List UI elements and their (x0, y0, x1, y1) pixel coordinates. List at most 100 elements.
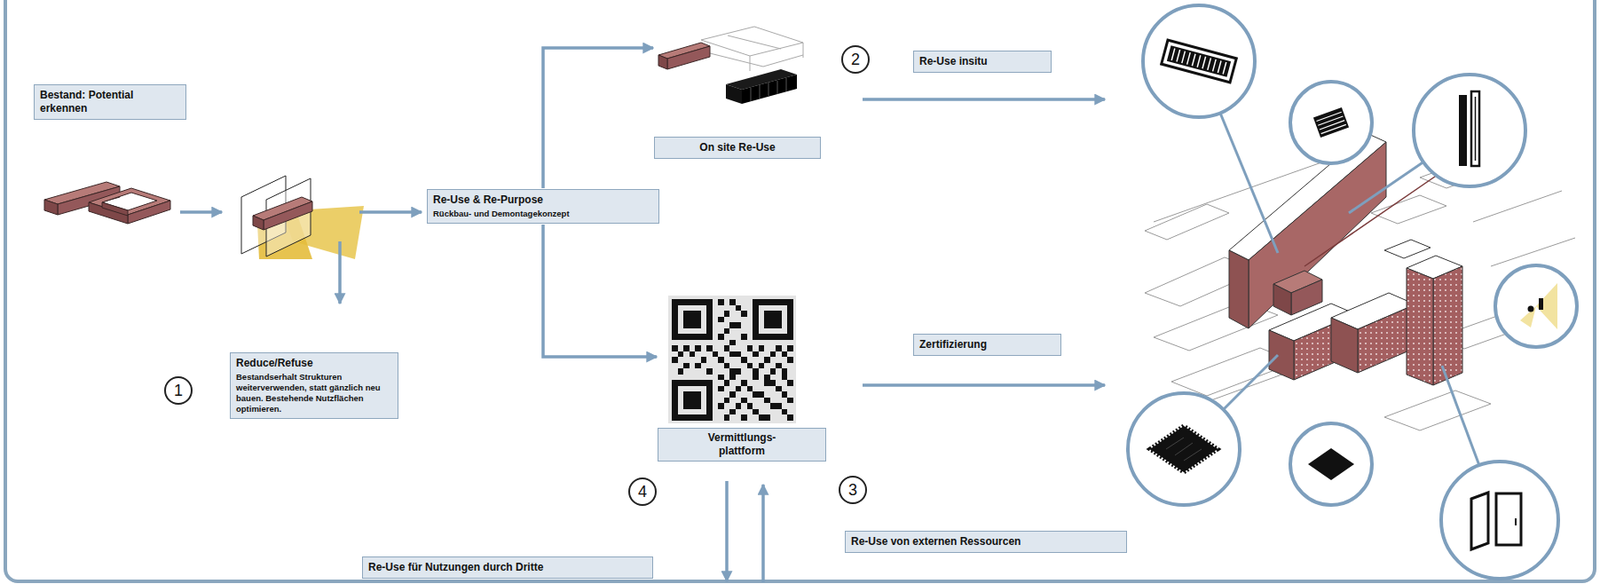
flow-arrow (761, 484, 765, 583)
qr-code (668, 295, 797, 424)
process-box: Re-Use für Nutzungen durch Dritte (362, 556, 654, 579)
box-text: Bestandserhalt Strukturen weiterverwende… (236, 371, 393, 415)
flow-arrow (359, 210, 422, 214)
site-context (1490, 237, 1576, 267)
process-box: Zertifizierung (913, 333, 1062, 356)
facade-panel-icon (1171, 47, 1227, 74)
onsite-reuse-model (741, 74, 797, 104)
picture-node: On site Re-Use (654, 31, 821, 159)
box-heading: Re-Use insitu (919, 55, 1046, 69)
column-icon (1458, 94, 1467, 166)
detail-circle (1441, 461, 1559, 579)
panel-border (5, 0, 1595, 582)
qr-code (671, 379, 713, 421)
lamp-icon (1528, 306, 1535, 313)
onsite-reuse-model (725, 84, 742, 104)
process-box: Re-Use insitu (913, 50, 1052, 73)
detail-circle (1413, 74, 1526, 187)
box-heading: Zertifizierung (919, 338, 1056, 352)
qr-code (764, 310, 782, 329)
box-heading: Re-Use von externen Ressourcen (851, 535, 1121, 549)
picture-label: On site Re-Use (654, 136, 821, 159)
callout-circle: 2 (841, 45, 870, 74)
onsite-reuse-model (667, 46, 710, 70)
column-icon (1458, 91, 1480, 166)
lamp-icon (1520, 306, 1537, 328)
qr-code (671, 299, 794, 421)
building-model (1229, 250, 1249, 329)
detail-circle (1290, 423, 1372, 505)
qr-code (668, 295, 797, 424)
onsite-reuse-model (658, 55, 668, 70)
onsite-reuse-model (709, 53, 804, 67)
section-analysis-model (241, 175, 364, 260)
box-heading: Reduce/Refuse (236, 356, 393, 371)
tile-icon (1308, 448, 1355, 481)
building-model (1331, 317, 1358, 373)
callout-circle: 1 (164, 376, 193, 405)
section-analysis-model (252, 215, 264, 230)
building-model (102, 202, 128, 216)
facade-panel-icon (1161, 39, 1238, 83)
facade-panel-icon (1161, 39, 1238, 83)
qr-code (683, 310, 702, 329)
lamp-icon (1538, 298, 1544, 310)
callout-number: 3 (848, 481, 858, 498)
qr-code (758, 305, 789, 335)
process-box: Re-Use von externen Ressourcen (844, 530, 1128, 553)
qr-code (677, 386, 708, 416)
tile-icon (1308, 448, 1355, 481)
picture-node: Vermittlungs- plattform (657, 295, 827, 462)
callout-number: 2 (851, 51, 860, 68)
facade-panel-icon (1166, 45, 1231, 78)
floor-slab-icon (1150, 425, 1218, 473)
process-box: Re-Use & Re-PurposeRückbau- und Demontag… (426, 189, 660, 224)
detail-circle (1290, 81, 1372, 164)
qr-code (671, 299, 713, 340)
leader-line (1304, 168, 1447, 267)
detail-circle (1127, 393, 1240, 505)
building-model (1433, 266, 1463, 386)
qr-code (677, 305, 708, 335)
building-model (127, 200, 171, 224)
qr-code (752, 299, 794, 340)
door-icon (1471, 492, 1489, 550)
onsite-reuse-model (701, 26, 804, 71)
site-context (1144, 204, 1230, 240)
building-model (1229, 133, 1463, 386)
flow-arrow (338, 241, 342, 304)
onsite-reuse-model (658, 26, 804, 104)
flow-arrow (725, 480, 729, 582)
building-model (44, 199, 58, 215)
flow-arrow (180, 210, 222, 214)
onsite-reuse-model (750, 78, 787, 102)
building-model (1273, 283, 1292, 316)
box-heading: Bestand: Potential erkennen (39, 88, 181, 116)
site-context (1473, 190, 1562, 222)
grating-icon (1313, 107, 1349, 138)
process-box: Bestand: Potential erkennen (33, 84, 187, 120)
callout-circle: 4 (628, 477, 657, 506)
section-analysis-model (263, 201, 313, 230)
callout-circle: 3 (838, 475, 867, 505)
detail-circle (1127, 5, 1577, 579)
door-icon (1496, 493, 1522, 545)
building-model (44, 181, 171, 224)
onsite-reuse-model (803, 42, 804, 58)
flow-arrow (862, 383, 1105, 387)
site-context (1384, 390, 1491, 431)
grating-icon (1313, 107, 1349, 138)
building-model (88, 202, 128, 224)
column-icon (1474, 96, 1477, 161)
callout-number: 1 (173, 382, 183, 399)
detail-circle (1142, 5, 1255, 118)
building-model (1268, 330, 1294, 380)
lamp-icon (1520, 283, 1558, 330)
lamp-icon (1536, 283, 1558, 330)
qr-code (671, 299, 794, 421)
picture-label: Vermittlungs- plattform (657, 427, 827, 462)
box-heading: Re-Use für Nutzungen durch Dritte (368, 560, 647, 575)
floor-slab-icon (1150, 425, 1218, 473)
